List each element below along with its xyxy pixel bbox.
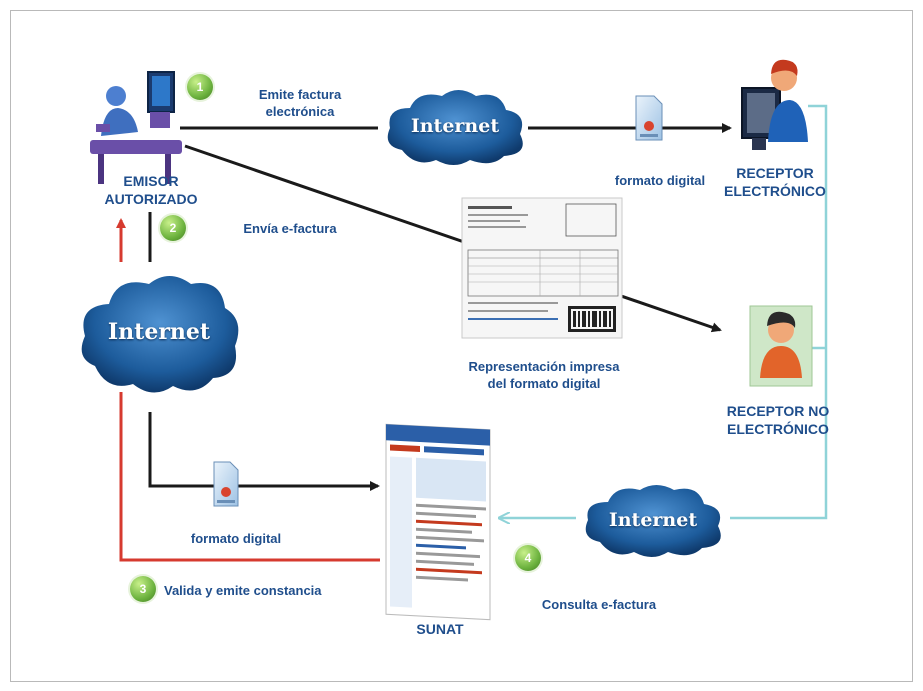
printed-invoice-image	[461, 197, 623, 339]
internet-cloud-top: Internet	[380, 84, 530, 168]
formato-digital-bottom-label: formato digital	[190, 531, 282, 546]
step-2-badge: 2	[160, 215, 186, 241]
cloud-shape-icon	[81, 276, 239, 393]
cloud-shape-icon	[585, 485, 721, 557]
cloud-label: Internet	[107, 319, 211, 345]
valida-emite-constancia-label: Valida y emite constancia	[164, 583, 322, 598]
line-sunat-constancia-return	[119, 392, 380, 562]
emisor-label: EMISOR AUTORIZADO	[104, 173, 198, 207]
receptor-no-electronico-label: RECEPTOR NO ELECTRÓNICO	[726, 403, 830, 437]
representacion-impresa-label: Representación impresa del formato digit…	[468, 359, 620, 391]
cloud-label: Internet	[608, 509, 698, 531]
internet-cloud-bottom-right: Internet	[578, 480, 728, 560]
line-receptors-to-cloud	[730, 104, 828, 520]
emite-factura-label: Emite factura electrónica	[258, 87, 342, 119]
step-4-badge: 4	[515, 545, 541, 571]
receptor-no-electronico-icon	[749, 305, 813, 387]
consulta-efactura-label: Consulta e-factura	[541, 597, 657, 612]
cloud-label: Internet	[410, 115, 500, 137]
receptor-electronico-label: RECEPTOR ELECTRÓNICO	[724, 165, 826, 199]
envia-efactura-label: Envía e-factura	[243, 221, 337, 236]
arrow-emisor-to-receptor-no-electronico	[184, 144, 722, 333]
cloud-shape-icon	[387, 90, 523, 165]
formato-digital-top-label: formato digital	[614, 173, 706, 188]
digital-format-document-icon	[635, 95, 663, 141]
sunat-website-image	[385, 423, 491, 621]
step-1-badge: 1	[187, 74, 213, 100]
internet-cloud-left: Internet	[75, 266, 243, 398]
receptor-electronico-icon	[741, 59, 808, 150]
sunat-label: SUNAT	[416, 621, 464, 637]
digital-format-document-icon-bottom	[213, 461, 239, 507]
step-3-badge: 3	[130, 576, 156, 602]
arrow-left-cloud-to-sunat	[148, 412, 380, 491]
emisor-computer-icon	[90, 71, 182, 184]
